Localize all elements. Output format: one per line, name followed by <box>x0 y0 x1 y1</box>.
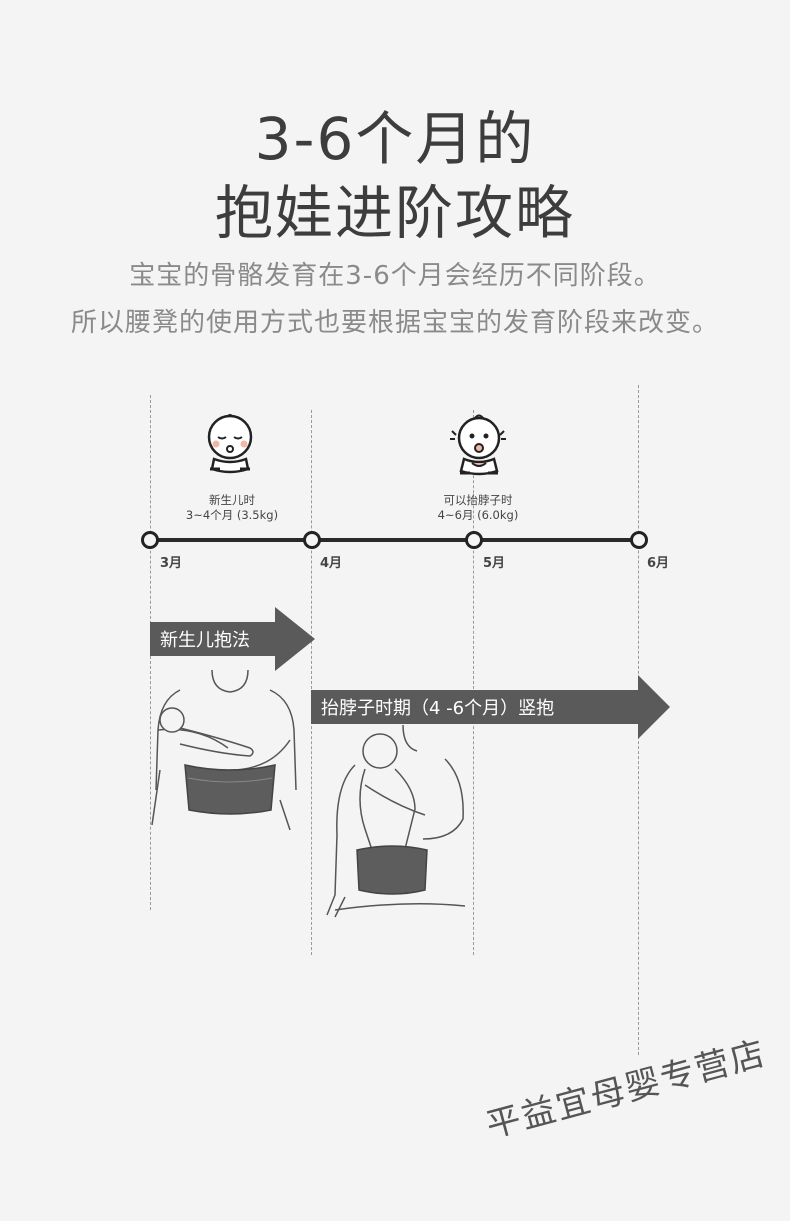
stage-newborn-detail: 3~4个月 (3.5kg) <box>185 508 279 522</box>
guide-line-4m <box>311 410 312 955</box>
arrow-head-1 <box>275 607 315 671</box>
month-label-6: 6月 <box>647 556 670 571</box>
month-label-5: 5月 <box>483 556 506 571</box>
guide-line-5m <box>473 410 474 955</box>
stage-newborn: 新生儿时 3~4个月 (3.5kg) <box>162 493 302 523</box>
timeline-node-5m <box>465 531 483 549</box>
arrow-head-2 <box>638 675 670 739</box>
stage-newborn-name: 新生儿时 <box>209 493 255 507</box>
arrow-newborn-hold-label: 新生儿抱法 <box>160 630 250 651</box>
page-title-line1: 3-6个月的 <box>254 105 536 173</box>
subtitle-line2: 所以腰凳的使用方式也要根据宝宝的发育阶段来改变。 <box>70 308 719 338</box>
awake-baby-icon <box>450 414 506 476</box>
timeline-node-4m <box>303 531 321 549</box>
timeline-node-6m <box>630 531 648 549</box>
timeline-node-3m <box>141 531 159 549</box>
arrow-upright-hold: 抬脖子时期（4 -6个月）竖抱 <box>311 690 639 724</box>
stage-neck-lift-detail: 4~6月 (6.0kg) <box>437 508 519 522</box>
stage-neck-lift: 可以抬脖子时 4~6月 (6.0kg) <box>408 493 548 523</box>
sleeping-baby-icon <box>207 414 253 474</box>
newborn-hold-illustration <box>151 670 297 830</box>
arrow-newborn-hold: 新生儿抱法 <box>150 622 276 656</box>
arrow-upright-hold-label: 抬脖子时期（4 -6个月）竖抱 <box>321 698 555 719</box>
stage-neck-lift-name: 可以抬脖子时 <box>443 493 513 507</box>
page-title-line2: 抱娃进阶攻略 <box>214 179 575 247</box>
store-watermark: 平益宜母婴专营店 <box>482 1033 771 1147</box>
month-label-4: 4月 <box>320 556 343 571</box>
timeline-bar <box>149 538 639 542</box>
subtitle-line1: 宝宝的骨骼发育在3-6个月会经历不同阶段。 <box>129 261 661 291</box>
month-label-3: 3月 <box>160 556 183 571</box>
upright-hold-illustration <box>326 725 466 918</box>
